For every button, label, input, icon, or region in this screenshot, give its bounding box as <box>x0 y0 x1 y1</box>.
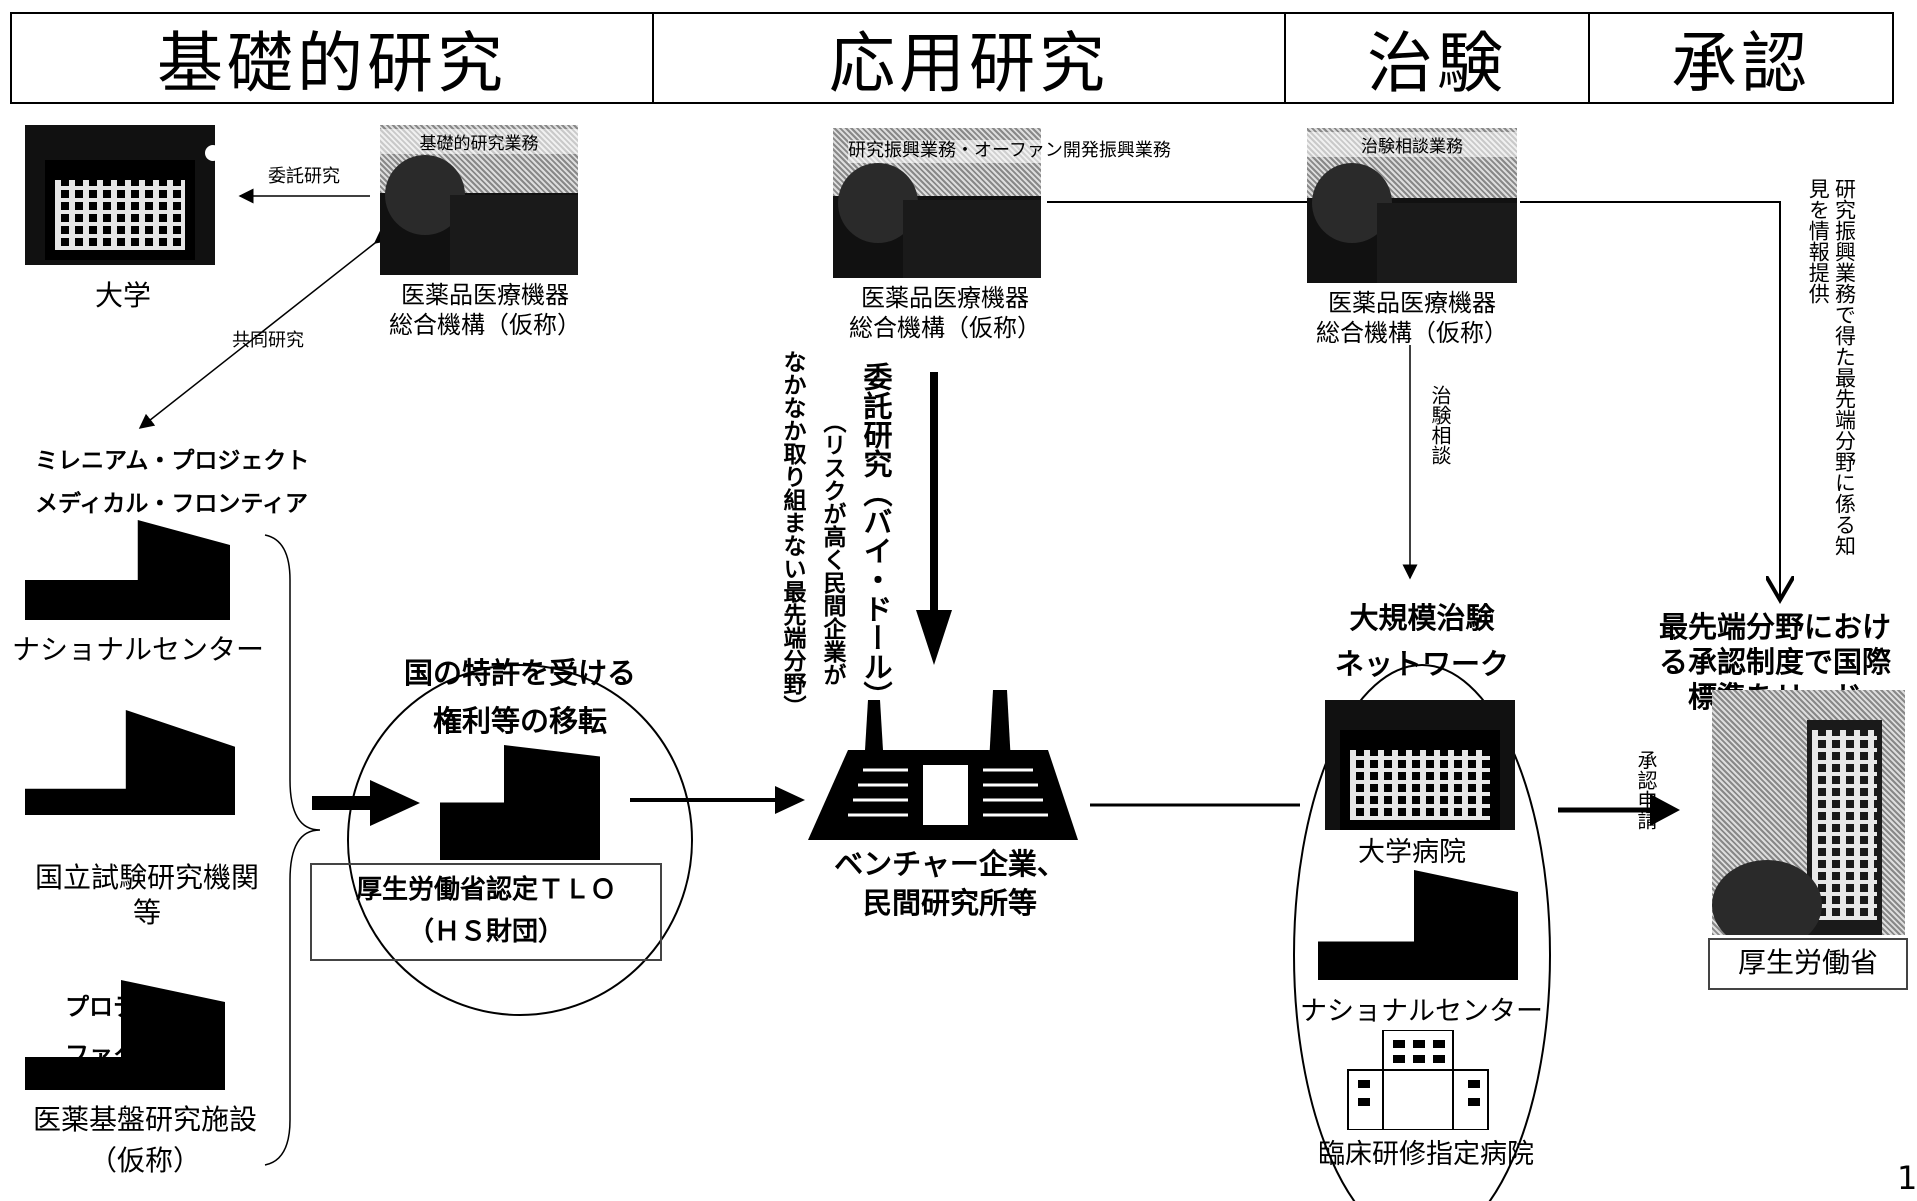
network-ellipse <box>1293 664 1551 1201</box>
venture-label: ベンチャー企業、民間研究所等 <box>834 847 1066 921</box>
ministry-label: 厚生労働省 <box>1737 946 1878 979</box>
tlo-ellipse <box>347 664 693 1016</box>
tlo-box <box>310 863 662 961</box>
joint-research-label: 共同研究 <box>232 330 304 351</box>
agency-applied-name: 医薬品医療機器総合機構（仮称） <box>849 284 1041 342</box>
bayh-dole-label: 委託研究（バイ・ドール） <box>859 362 893 710</box>
to-tlo-arrow <box>370 780 420 826</box>
agency-basic-name: 医薬品医療機器総合機構（仮称） <box>389 281 581 339</box>
agency-trial-photo: 治験相談業務 <box>1307 128 1517 283</box>
university-hospital-photo <box>1325 700 1515 830</box>
approval-application-label: 承認申請 <box>1634 750 1658 830</box>
approval-title: 最先端分野における承認制度で国際標準をリード <box>1658 610 1891 714</box>
ministry-box <box>1708 938 1908 990</box>
millennium-project: ミレニアム・プロジェクト <box>35 448 310 474</box>
stage-clinical-trial: 治験 <box>1284 12 1590 104</box>
approval-arrow <box>1650 794 1680 826</box>
info-provision-label: 研究振興業務で得た最先端分野に係る知見を情報提供 <box>1806 178 1857 556</box>
tlo-title: 国の特許を受ける権利等の移転 <box>403 656 636 738</box>
ministry-photo <box>1712 690 1905 935</box>
bayh-dole-sub-1: （リスクが高く民間企業が <box>819 410 845 686</box>
agency-basic-photo: 基礎的研究業務 <box>380 125 578 275</box>
consultation-label: 治験相談 <box>1428 385 1452 465</box>
stage-applied-research: 応用研究 <box>652 12 1286 104</box>
agency-trial-name: 医薬品医療機器総合機構（仮称） <box>1316 289 1508 347</box>
national-center-label: ナショナルセンター <box>12 633 265 666</box>
factory-icon <box>808 690 1078 840</box>
network-national-center-label: ナショナルセンター <box>1300 996 1543 1027</box>
agency-applied-tag: 研究振興業務・オーファン開発振興業務 <box>848 140 1171 163</box>
proteome-label-1: プロテオーム <box>65 993 209 1021</box>
bayh-dole-sub-2: なかなか取り組まない最先端分野） <box>779 350 805 718</box>
bayh-dole-arrowhead <box>916 610 952 665</box>
university-hospital-label: 大学病院 <box>1358 837 1466 868</box>
university-photo <box>25 125 215 265</box>
stage-basic-research: 基礎的研究 <box>10 12 654 104</box>
network-title: 大規模治験ネットワーク <box>1334 601 1509 682</box>
base-facility-label: 医薬基盤研究施設（仮称） <box>32 1103 257 1177</box>
commissioned-research-label: 委託研究 <box>268 166 340 187</box>
info-provision-arrow <box>1520 201 1780 600</box>
page-number: 1 <box>1897 1159 1917 1197</box>
national-labs-label: 国立試験研究機関等 <box>34 861 259 929</box>
clinical-hospital-label: 臨床研修指定病院 <box>1318 1139 1534 1170</box>
tlo-box-text: 厚生労働省認定ＴＬＯ（ＨＳ財団） <box>355 875 616 947</box>
joint-research-arrow <box>138 228 391 429</box>
institutions-brace <box>264 534 321 1166</box>
medical-frontier: メディカル・フロンティア <box>35 491 309 517</box>
university-label: 大学 <box>95 279 152 312</box>
clinical-hospital-icon <box>1347 1030 1489 1130</box>
proteome-label-2: ファクトリー <box>65 1041 209 1069</box>
stage-approval: 承認 <box>1588 12 1894 104</box>
